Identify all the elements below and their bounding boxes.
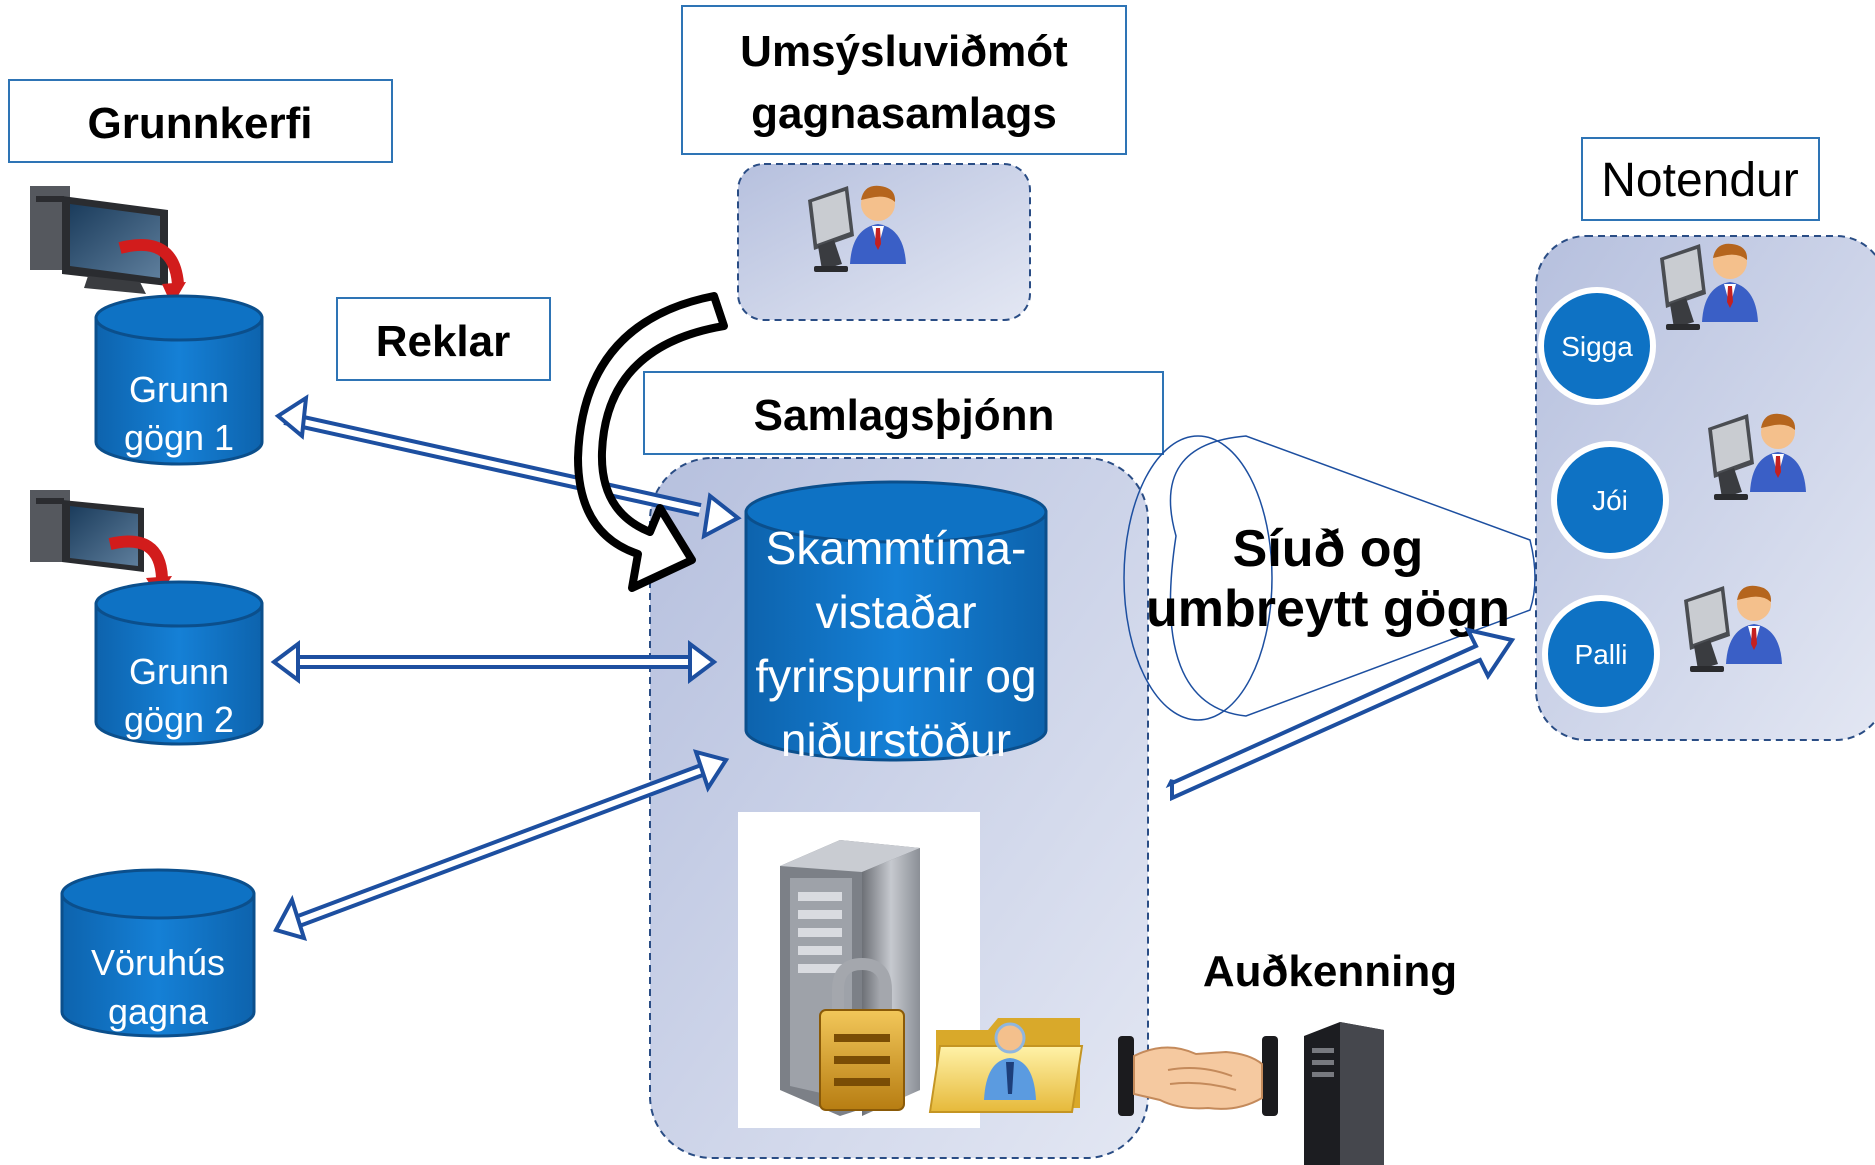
notendur-title-box: Notendur (1581, 137, 1820, 221)
database-voruhus-gagna: Vöruhús gagna (60, 868, 256, 1038)
double-arrow-db2-to-cache (270, 640, 718, 684)
database-label-line1: Grunn (129, 651, 229, 692)
cache-label-line1: Skammtíma- (766, 522, 1027, 574)
filtered-data-funnel: Síuð og umbreytt gögn (1123, 435, 1536, 721)
umsysluvidmot-label-line1: Umsýsluviðmót (740, 27, 1068, 76)
user-name: Sigga (1561, 331, 1633, 362)
grunnkerfi-title-box: Grunnkerfi (8, 79, 393, 163)
notendur-label: Notendur (1601, 154, 1798, 207)
user-name: Jói (1592, 485, 1628, 516)
cache-label-line2: vistaðar (815, 586, 976, 638)
grunnkerfi-label: Grunnkerfi (88, 99, 313, 148)
admin-panel (737, 163, 1031, 321)
padlock-icon (819, 957, 905, 1111)
database-label-line1: Grunn (129, 369, 229, 410)
handshake-icon (1118, 1036, 1278, 1116)
cache-database: Skammtíma- vistaðar fyrirspurnir og niðu… (744, 480, 1048, 766)
filtered-label-line2: umbreytt gögn (1146, 580, 1510, 638)
database-label-line2: gagna (108, 991, 209, 1032)
samlagsthjonn-label: Samlagsþjónn (754, 391, 1055, 440)
user-palli: Palli (1542, 585, 1782, 713)
database-label-line2: gögn 2 (124, 699, 234, 740)
curved-admin-arrow (574, 292, 728, 592)
reklar-title-box: Reklar (336, 297, 551, 381)
user-joi: Jói (1551, 413, 1806, 559)
database-label-line2: gögn 1 (124, 417, 234, 458)
cache-label-line4: niðurstöður (781, 714, 1011, 766)
database-label-line1: Vöruhús (91, 942, 225, 983)
user-folder-icon (928, 1018, 1084, 1113)
umsysluvidmot-label-line2: gagnasamlags (751, 89, 1057, 138)
samlagsthjonn-title-box: Samlagsþjónn (643, 371, 1164, 455)
source-computer-icon (30, 490, 172, 598)
database-grunn-gogn-1: Grunn gögn 1 (94, 294, 264, 466)
cache-label-line3: fyrirspurnir og (755, 650, 1036, 702)
auth-server-icon (1304, 1022, 1384, 1165)
user-sigga: Sigga (1538, 243, 1758, 405)
audkenning-label: Auðkenning (1203, 947, 1457, 996)
arrow-to-users (1165, 627, 1516, 802)
filtered-label-line1: Síuð og (1233, 520, 1424, 578)
source-computer-icon (30, 186, 186, 306)
user-name: Palli (1575, 639, 1628, 670)
umsysluvidmot-title-box: Umsýsluviðmót gagnasamlags (681, 5, 1127, 155)
database-grunn-gogn-2: Grunn gögn 2 (94, 580, 264, 746)
double-arrow-warehouse-to-cache (273, 749, 730, 941)
double-arrow-db1-to-cache (274, 394, 742, 540)
reklar-label: Reklar (376, 317, 511, 366)
